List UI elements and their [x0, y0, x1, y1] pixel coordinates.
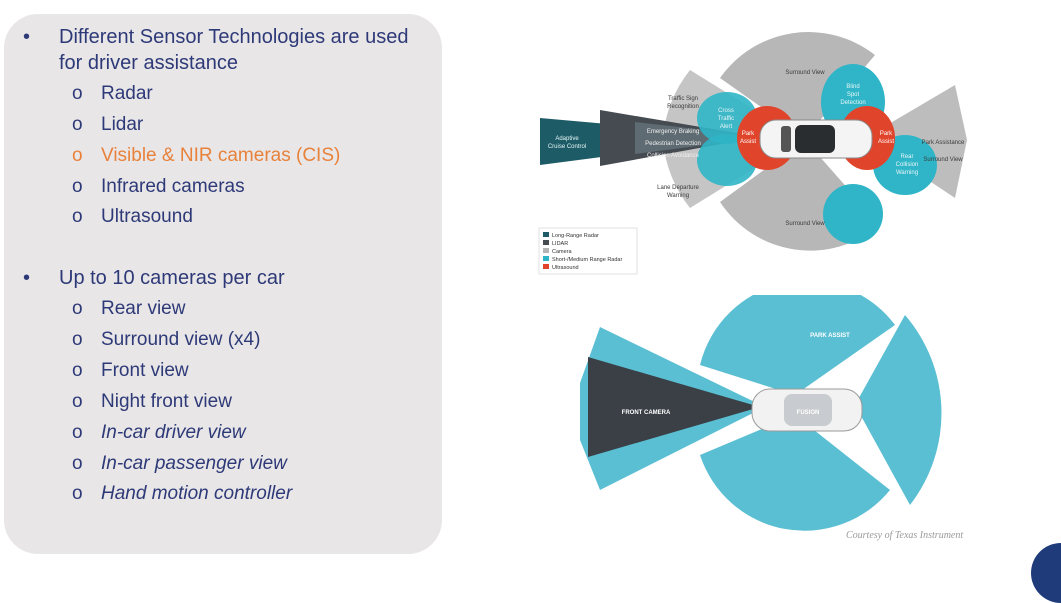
sub-text: Surround view (x4) — [101, 329, 261, 350]
image-credit: Courtesy of Texas Instrument — [846, 530, 964, 541]
label-emergency-braking: Emergency Braking — [647, 129, 699, 135]
label-collision-avoidance: Collision Avoidance — [647, 153, 700, 159]
label-park-assist: PARK ASSIST — [810, 333, 850, 339]
label-acc: Adaptive — [555, 136, 579, 142]
sub-marker: o — [72, 298, 83, 319]
bullet-panel: • Different Sensor Technologies are used… — [4, 14, 442, 554]
label-lane-departure-2: Warning — [667, 193, 689, 199]
adas-sensor-diagram: Surround View Surround View Traffic Sign… — [538, 32, 967, 275]
sub-marker: o — [72, 360, 83, 381]
sub-marker: o — [72, 83, 83, 104]
sub-text: Front view — [101, 360, 189, 381]
label-blind-spot-2: Spot — [847, 92, 860, 98]
rear-camera-sector — [855, 315, 942, 505]
sub-marker: o — [72, 422, 83, 443]
label-park-assist-rear: Park — [880, 131, 893, 137]
label-park-assist-front-2: Assist — [740, 139, 756, 145]
label-cross-traffic-2: Traffic — [718, 116, 734, 122]
sub-text: Night front view — [101, 391, 232, 412]
label-acc-2: Cruise Control — [548, 144, 586, 150]
label-lane-departure: Lane Departure — [657, 185, 699, 191]
slide-number-badge — [1031, 543, 1061, 603]
label-blind-spot-3: Detection — [840, 100, 865, 106]
sub-marker: o — [72, 176, 83, 197]
sensor-legend: Long-Range Radar LIDAR Camera Short-/Med… — [538, 227, 638, 275]
park-assist-bottom-sector — [700, 415, 890, 531]
sub-text: Lidar — [101, 114, 144, 135]
label-front-camera: FRONT CAMERA — [622, 410, 671, 416]
legend-lidar: LIDAR — [552, 241, 568, 247]
sub-marker: o — [72, 206, 83, 227]
car-top-view — [759, 119, 873, 159]
bullet-text: Different Sensor Technologies are used — [59, 26, 409, 48]
label-traffic-sign-2: Recognition — [667, 104, 699, 110]
label-surround-view-top: Surround View — [785, 70, 825, 76]
legend-camera: Camera — [552, 249, 573, 255]
sub-marker: o — [72, 114, 83, 135]
sub-marker: o — [72, 453, 83, 474]
sub-marker: o — [72, 391, 83, 412]
park-assist-top-sector — [700, 295, 895, 395]
sub-marker: o — [72, 329, 83, 350]
front-camera-cone — [588, 357, 760, 457]
sub-text: Visible & NIR cameras (CIS) — [101, 145, 341, 166]
sub-marker: o — [72, 145, 83, 166]
sub-marker: o — [72, 483, 83, 504]
sub-text: Rear view — [101, 298, 186, 319]
car-top-view: FUSION — [751, 388, 863, 432]
sub-text: Infrared cameras — [101, 176, 245, 197]
label-rear-collision-2: Collision — [896, 162, 919, 168]
sub-text: In-car driver view — [101, 422, 246, 443]
label-surround-view-bottom: Surround View — [785, 221, 825, 227]
bullet-marker: • — [23, 26, 31, 48]
sub-text: Ultrasound — [101, 206, 193, 227]
label-traffic-sign: Traffic Sign — [668, 96, 698, 102]
legend-short-medium-radar: Short-/Medium Range Radar — [552, 257, 622, 263]
label-rear-collision-3: Warning — [896, 170, 918, 176]
bullet-text: Up to 10 cameras per car — [59, 267, 285, 289]
label-surround-view-right: Surround View — [923, 157, 963, 163]
label-rear-collision: Rear — [900, 154, 913, 160]
sub-text: Radar — [101, 83, 153, 104]
blind-spot-radar-lobe-bottom — [823, 184, 883, 244]
label-park-assist-rear-2: Assist — [878, 139, 894, 145]
bullet-marker: • — [23, 267, 31, 289]
label-cross-traffic-3: Alert — [720, 124, 733, 130]
label-blind-spot: Blind — [846, 84, 859, 90]
sub-text: In-car passenger view — [101, 453, 287, 474]
camera-coverage-diagram: FUSION PARK ASSIST FRONT CAMERA — [580, 295, 942, 531]
label-cross-traffic: Cross — [718, 108, 734, 114]
emergency-braking-beam — [635, 122, 767, 154]
sub-text: Hand motion controller — [101, 483, 293, 504]
legend-long-range-radar: Long-Range Radar — [552, 233, 599, 239]
bullet-text: for driver assistance — [59, 52, 238, 74]
legend-ultrasound: Ultrasound — [552, 265, 579, 271]
surround-view-top-sector — [720, 32, 875, 139]
label-pedestrian-detection: Pedestrian Detection — [645, 141, 701, 147]
label-park-assistance: Park Assistance — [922, 140, 965, 146]
label-park-assist-front: Park — [742, 131, 755, 137]
car-badge-label: FUSION — [797, 410, 820, 416]
